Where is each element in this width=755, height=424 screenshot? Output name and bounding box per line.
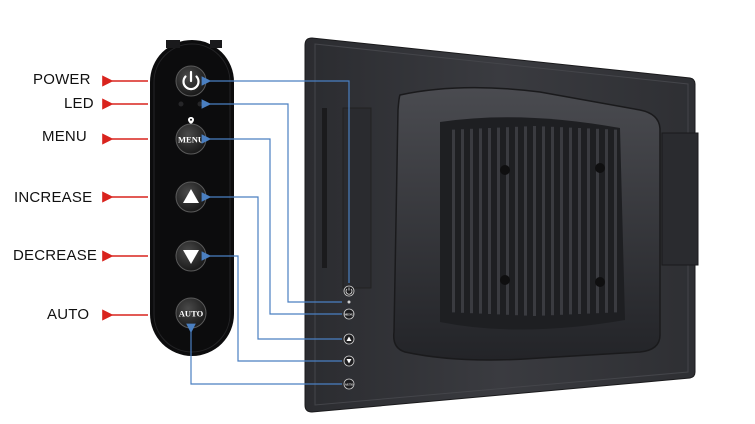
heatsink-fin [560,127,563,315]
side-led [347,300,351,304]
auto-button[interactable]: AUTO [175,297,207,329]
blue-connectors [186,76,350,385]
menu-button-text: MENU [178,135,204,145]
heatsink-fin [587,128,590,314]
heatsink-fin [569,127,572,315]
heatsink-fin [506,127,509,315]
mount-screws [500,163,605,287]
heatsink-fin [452,129,455,313]
increase-button[interactable] [175,181,207,213]
connector-increase [201,192,342,340]
auto-button-text: AUTO [179,309,204,319]
heatsink-fin [488,128,491,314]
menu-label: MENU [42,128,87,145]
heatsink-fins [452,126,617,316]
side-button-strip: MENU AUTO [343,285,355,390]
heatsink-fin [542,126,545,316]
power-button[interactable] [175,65,207,97]
heatsink-fin [605,129,608,313]
heatsink-fin [578,128,581,314]
heatsink-fin [470,128,473,314]
heatsink-fin [479,128,482,314]
heatsink-fin [497,127,500,315]
connector-power [201,76,350,283]
heatsink-fin [551,126,554,316]
led-indicator-right [197,101,203,107]
power-icon [182,70,200,91]
connector-decrease [201,251,342,362]
heatsink-fin [515,126,518,316]
decrease-label: DECREASE [13,247,98,264]
power-label: POWER [33,71,91,88]
heatsink-fin [533,126,536,316]
connector-menu [201,134,342,315]
heatsink-fin [614,129,617,313]
monitor-side-block [661,132,699,266]
increase-label: INCREASE [14,189,93,206]
side-auto-text: AUTO [345,383,354,387]
heatsink-fin [461,129,464,313]
connector-led [201,99,342,303]
connector-auto [186,323,342,385]
auto-label: AUTO [47,306,90,323]
led-indicator-left [178,101,184,107]
heatsink-fin [596,128,599,314]
side-menu-button[interactable] [343,308,355,320]
triangle-down-icon [183,250,199,264]
red-arrows [102,75,148,321]
side-menu-text: MENU [344,313,354,317]
location-pin-icon [188,117,194,125]
decrease-button[interactable] [175,240,207,272]
triangle-up-icon [183,189,199,203]
led-label: LED [64,95,94,112]
heatsink-fin [524,126,527,316]
side-auto-button[interactable] [343,378,355,390]
